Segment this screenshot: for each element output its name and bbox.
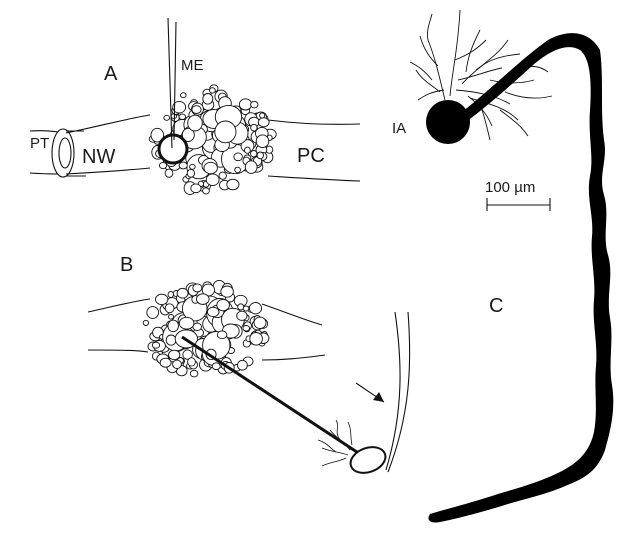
ganglion-cell — [217, 331, 227, 339]
ganglion-cell — [260, 113, 265, 118]
cell-body-b — [347, 443, 389, 478]
ganglion-cell — [165, 304, 174, 313]
panel-b-label: B — [120, 254, 133, 276]
ganglion-cell — [143, 320, 148, 325]
ganglion-cell — [217, 299, 230, 310]
ganglion-cell — [188, 115, 203, 131]
nw-label: NW — [82, 146, 115, 168]
ganglion-cell — [191, 184, 201, 193]
pc-label: PC — [297, 145, 325, 167]
ganglion-cell — [190, 164, 196, 169]
ganglion-cell — [237, 311, 247, 320]
me-label: ME — [181, 57, 204, 74]
ganglion-cell — [173, 360, 182, 368]
ganglion-cell — [212, 363, 220, 370]
arrow-indicator — [356, 383, 384, 402]
ganglion-cell — [160, 358, 171, 367]
ganglion-cell — [190, 370, 198, 377]
ganglion-cell — [239, 99, 251, 110]
ganglion-cell — [227, 179, 239, 190]
dendrites-b — [318, 420, 352, 466]
ganglion-cell — [254, 317, 266, 328]
ganglion-cell — [188, 358, 196, 366]
ganglion-cell — [169, 315, 174, 320]
ganglion-cell — [181, 93, 187, 98]
scale-bar — [487, 198, 550, 211]
ganglion-cell — [243, 326, 250, 332]
ganglion-cell — [249, 303, 261, 314]
ganglion-cell — [179, 162, 187, 169]
ganglion-cell — [221, 286, 234, 297]
ganglion-cell — [159, 162, 166, 168]
ganglion-b — [143, 280, 269, 377]
ganglion-cell — [197, 294, 210, 305]
ganglion-cell — [234, 153, 243, 161]
ganglion-cell — [207, 307, 219, 316]
ganglion-cell — [169, 350, 180, 359]
ganglion-cell — [235, 167, 241, 172]
ganglion-cell — [210, 88, 216, 93]
ganglion-cell — [215, 121, 236, 143]
ganglion-cell — [165, 169, 173, 177]
ganglion-cell — [245, 147, 251, 153]
ganglion-cell — [164, 115, 170, 120]
ganglion-cell — [147, 307, 159, 319]
ganglion-cell — [179, 114, 186, 119]
scale-bar-label: 100 µm — [485, 179, 535, 196]
panel-a-label: A — [104, 63, 118, 85]
ganglion-cell — [179, 317, 194, 329]
ia-label: IA — [392, 120, 406, 137]
ganglion-cell — [204, 162, 217, 173]
ganglion-cell — [206, 174, 219, 186]
panel-b: B — [88, 254, 410, 477]
ganglion-cell — [192, 106, 201, 114]
panel-c: 100 µm IA C — [392, 10, 613, 523]
ganglion-cell — [245, 161, 257, 174]
ganglion-cell — [177, 288, 188, 298]
ganglion-cell — [257, 152, 263, 159]
ganglion-cell — [152, 342, 159, 348]
ganglion-cell — [203, 94, 213, 105]
ganglion-cell — [238, 304, 244, 310]
pt-label: PT — [30, 135, 49, 152]
ganglion-cell — [168, 320, 179, 332]
ganglion-cell — [166, 335, 176, 345]
ganglion-cell — [193, 284, 202, 292]
ganglion-cell — [156, 294, 168, 304]
panel-c-label: C — [489, 295, 503, 317]
axon-path — [182, 337, 366, 458]
ganglion-cell — [258, 118, 269, 127]
ganglion-cell — [203, 188, 210, 194]
impaled-neuron — [159, 135, 187, 163]
ganglion-cell — [219, 172, 226, 179]
ganglion-cell — [168, 292, 174, 298]
panel-a: A ME PT NW PC — [30, 18, 360, 195]
pipette-b — [386, 312, 410, 472]
ganglion-cell — [238, 360, 248, 370]
ganglion-cell — [256, 135, 269, 148]
ia-soma — [426, 100, 470, 144]
ganglion-cell — [251, 101, 258, 108]
ganglion-cell — [251, 124, 257, 131]
ganglion-cell — [187, 169, 194, 177]
ganglion-cell — [250, 333, 263, 346]
